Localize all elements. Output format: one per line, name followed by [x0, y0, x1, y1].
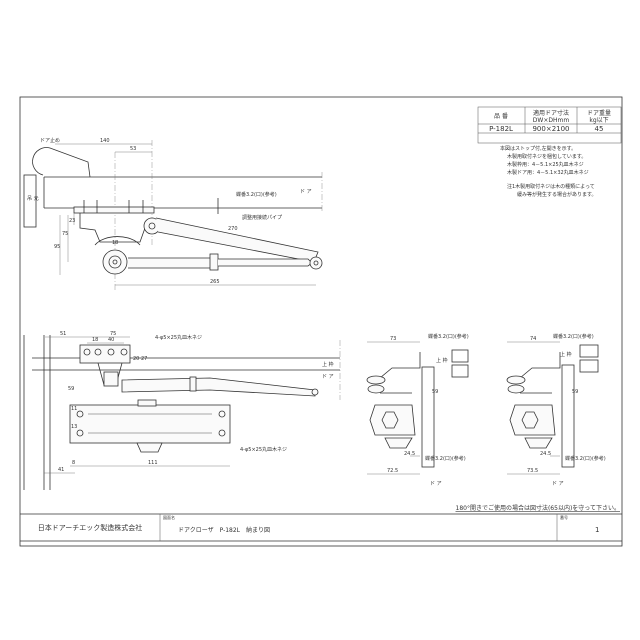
sheet-number: 1	[595, 526, 599, 534]
screw-icon	[83, 200, 144, 213]
dim-24-5: 24.5	[540, 451, 551, 457]
screw-spec-top: 4-φ5×25丸皿木ネジ	[155, 334, 202, 341]
spec-header-weight: ドア重量	[587, 109, 611, 117]
dim-75: 75	[62, 231, 68, 237]
spec-door-size: 900×2100	[532, 125, 569, 133]
dim-140: 140	[100, 138, 110, 144]
drawing-name: ドアクローザ P-182L 納まり図	[178, 526, 270, 534]
label-frame: 吊 元	[27, 196, 39, 202]
dim-18: 18	[92, 337, 98, 343]
spec-header-door-size: 適用ドア寸法	[533, 109, 569, 117]
label-hinge-bottom: 蝶番3.2(口)(参考)	[425, 455, 466, 462]
spec-table: 品 番 適用ドア寸法 DW×DHmm ドア重量 kg以下 P-182L 900×…	[477, 106, 622, 144]
sheet-label: 番号	[560, 514, 568, 520]
dim-27: 27	[141, 356, 147, 362]
dim-95: 95	[54, 244, 60, 250]
dim-41: 41	[58, 467, 64, 473]
spec-model: P-182L	[489, 125, 513, 133]
label-door: ド ア	[430, 481, 442, 487]
v11: 11	[71, 406, 77, 412]
label-door: ド ア	[300, 189, 312, 195]
screw-spec-bottom: 4-φ5×25丸皿木ネジ	[240, 446, 287, 453]
dim-59: 59	[432, 389, 438, 395]
screw-icon	[83, 348, 128, 356]
note-line: 木製ドア用：4－5.1×32丸皿木ネジ	[507, 169, 589, 176]
spec-weight: 45	[595, 125, 604, 133]
notes: 本図はストップ付,左開きを示す。 木製用取付ネジを梱包しています。 木製枠用：4…	[500, 145, 597, 198]
dim-73: 73	[390, 336, 396, 342]
hex-icon	[381, 411, 399, 429]
dim-53: 53	[130, 146, 136, 152]
dim-111: 111	[148, 460, 158, 466]
label-door: ド ア	[552, 481, 564, 487]
spec-header-model: 品 番	[494, 113, 508, 120]
label-adjust-pipe: 調整用接続パイプ	[242, 214, 282, 221]
dim-73-5: 73.5	[527, 468, 538, 474]
screw-icon	[76, 410, 226, 437]
dim-20: 20	[133, 356, 139, 362]
front-view: 上 枠 ド ア 51 75 18 40 4-φ5×25丸皿木ネジ 20 27 1…	[23, 331, 341, 490]
note-line: 注1木製用取付ネジは木の種類によって	[507, 183, 595, 190]
dim-8: 8	[72, 460, 75, 466]
dim-40: 40	[108, 337, 114, 343]
label-hinge-top: 蝶番3.2(口)(参考)	[553, 333, 594, 340]
dim-59: 59	[572, 389, 578, 395]
side-view-1: 73 蝶番3.2(口)(参考) 上 枠 24.5 蝶番3.2(口)(参考) 72…	[366, 333, 469, 487]
dim-265: 265	[210, 279, 220, 285]
footer-note: 180°開きでご使用の場合は図寸法(65以内)を守って下さい。	[456, 504, 620, 512]
dim-59: 59	[68, 386, 74, 392]
sheet-border	[19, 96, 623, 547]
label-door-stop: ドア止め	[40, 137, 60, 144]
dim-74: 74	[530, 336, 536, 342]
note-line: 木製用取付ネジを梱包しています。	[507, 153, 586, 160]
dim-270: 270	[228, 226, 238, 232]
spec-header-weight-unit: kg以下	[589, 117, 608, 124]
note-line: 緩み等が発生する場合があります。	[517, 191, 597, 198]
dim-18: 18	[112, 240, 118, 246]
dim-75: 75	[110, 331, 116, 337]
hex-icon	[521, 411, 539, 429]
note-line: 本図はストップ付,左開きを示す。	[500, 145, 576, 152]
note-line: 木製枠用：4－5.1×25丸皿木ネジ	[507, 161, 584, 168]
company-name: 日本ドアーチエック製造株式会社	[38, 523, 143, 532]
top-view: 吊 元 ド ア ドア止め 140 53 18 270	[23, 137, 323, 290]
dim-24-5: 24.5	[404, 451, 415, 457]
label-door: ド ア	[322, 374, 334, 380]
v13: 13	[71, 424, 77, 430]
label-frame: 上 枠	[560, 351, 572, 358]
dim-72-5: 72.5	[387, 468, 398, 474]
dim-51: 51	[60, 331, 66, 337]
spec-header-door-size-unit: DW×DHmm	[533, 117, 570, 124]
label-hinge-bottom: 蝶番3.2(口)(参考)	[565, 455, 606, 462]
dim-23: 23	[69, 218, 75, 224]
drawing-name-label: 図面名	[163, 514, 175, 520]
label-frame: 上 枠	[436, 357, 448, 364]
title-block: 日本ドアーチエック製造株式会社 図面名 ドアクローザ P-182L 納まり図 番…	[20, 513, 622, 542]
label-hinge: 蝶番3.2(口)(参考)	[236, 191, 277, 198]
side-view-2: 74 蝶番3.2(口)(参考) 上 枠 24.5 蝶番3.2(口)(参考) 73…	[506, 333, 606, 487]
label-hinge-top: 蝶番3.2(口)(参考)	[428, 333, 469, 340]
label-frame: 上 枠	[322, 361, 334, 368]
